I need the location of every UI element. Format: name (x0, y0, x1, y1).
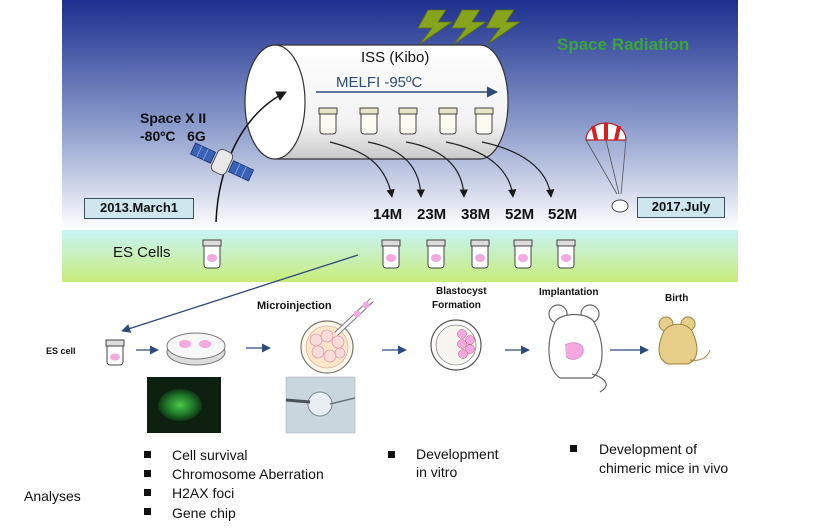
iss-vials (318, 107, 494, 135)
microinjection-icon (300, 298, 374, 374)
microinjection-label: Microinjection (257, 300, 332, 312)
es-cells-band (62, 230, 738, 282)
space-radiation-label: Space Radiation (557, 35, 690, 54)
analysis-development-vivo-line2: chimeric mice in vivo (599, 460, 729, 476)
spacex-conditions-label: -80ºC 6G (140, 128, 206, 144)
melfi-label: MELFI -95ºC (336, 74, 423, 91)
analysis-item-cell-survival: Cell survival (172, 447, 248, 463)
es-cell-return-arrow (121, 254, 359, 333)
month-label-4: 52M (505, 206, 535, 223)
spacex-label: Space X II (140, 110, 207, 126)
launch-arrow (215, 91, 287, 223)
es-cell-vial-icon (105, 339, 125, 366)
implantation-label: Implantation (539, 287, 599, 298)
es-cells-label: ES Cells (113, 244, 171, 261)
end-date-box: 2017.July (637, 197, 725, 218)
blastocyst-label: Blastocyst (436, 286, 487, 297)
analysis-development-vitro-line1: Development (416, 446, 499, 462)
month-label-1: 14M (373, 206, 403, 223)
blastocyst-formation-label: Formation (432, 300, 481, 311)
es-cell-label: ES cell (46, 346, 76, 356)
fluorescence-photo (147, 377, 221, 433)
analysis-bullets (144, 445, 577, 515)
lightning-icon (417, 9, 522, 45)
month-label-5: 52M (548, 206, 578, 223)
analysis-development-vitro-line2: in vitro (416, 464, 458, 480)
iss-label: ISS (Kibo) (361, 49, 430, 66)
satellite-icon (189, 142, 255, 182)
month-label-2: 23M (417, 206, 447, 223)
transfer-arrows (329, 141, 555, 198)
analysis-development-vivo-line1: Development of (599, 441, 698, 457)
analysis-item-h2ax: H2AX foci (172, 485, 235, 501)
parachute-icon (585, 122, 629, 213)
band-vials (202, 239, 576, 269)
petri-dish-icon (166, 332, 226, 366)
month-label-3: 38M (461, 206, 491, 223)
microinjection-photo (285, 376, 356, 434)
blastocyst-icon (430, 319, 482, 371)
birth-label: Birth (665, 293, 689, 304)
analysis-item-chromosome: Chromosome Aberration (172, 466, 324, 482)
analyses-label: Analyses (24, 488, 81, 504)
start-date-box: 2013.March1 (84, 198, 194, 219)
implantation-mouse-icon (548, 304, 607, 393)
analysis-item-gene-chip: Gene chip (172, 505, 236, 521)
birth-mouse-icon (658, 316, 711, 365)
